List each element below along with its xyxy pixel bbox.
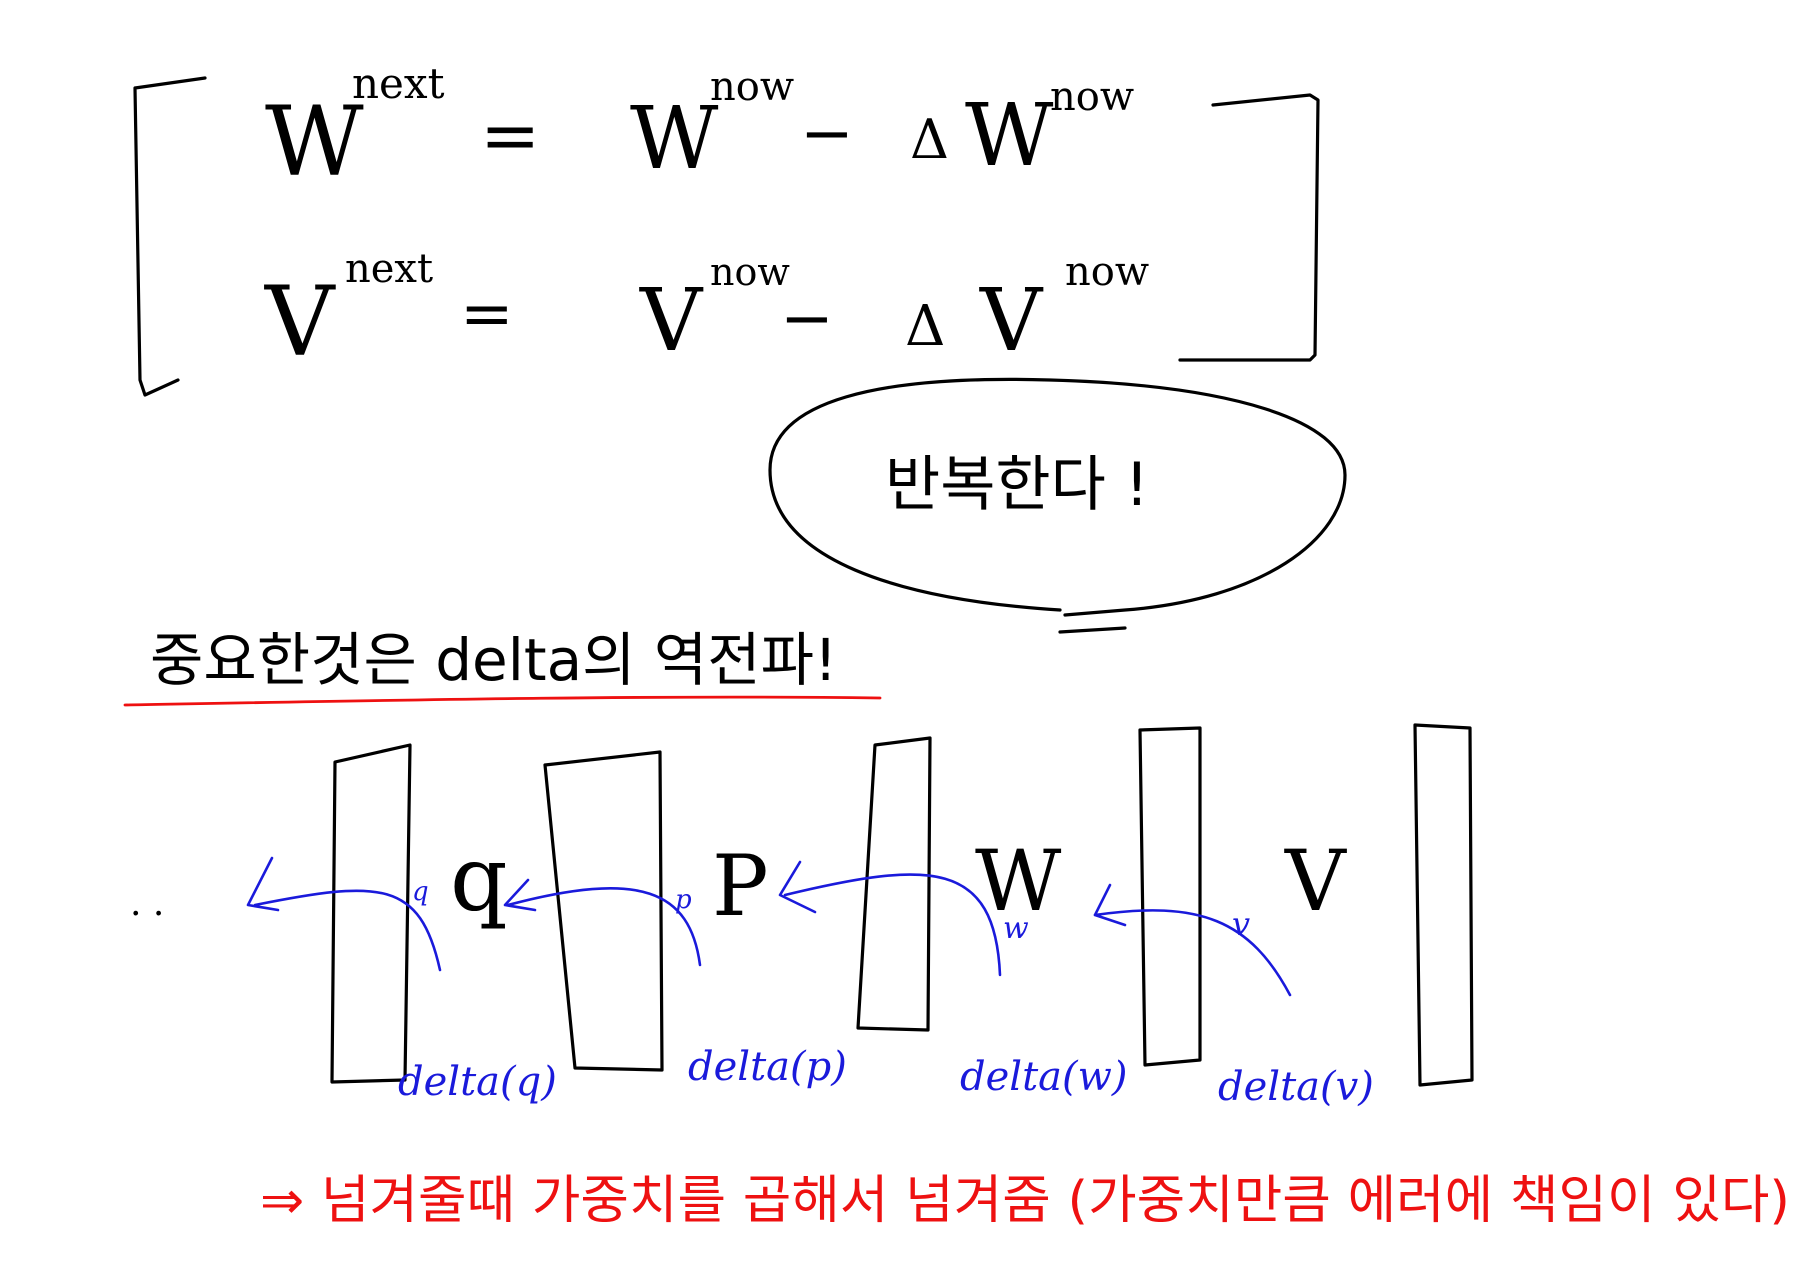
eq2-equals: =: [460, 277, 514, 351]
bubble-text: 반복한다 !: [885, 450, 1149, 520]
arrow-w: [783, 873, 1002, 977]
repeat-bubble: 반복한다 !: [768, 377, 1347, 634]
eq1-delta: Δ: [910, 108, 949, 171]
eq1-rhs-sup: now: [710, 64, 794, 110]
layer-labels: . . q P W V: [130, 827, 1347, 935]
layer-q-label: q: [450, 827, 508, 932]
heading-group: 중요한것은 delta의 역전파!: [123, 626, 882, 707]
heading-text: 중요한것은 delta의 역전파!: [150, 626, 837, 694]
delta-p-label: delta(p): [688, 1044, 847, 1090]
eq2-delta-var: V: [979, 271, 1044, 371]
arrow-v-weight: v: [1232, 905, 1250, 943]
delta-w-label: delta(w): [960, 1054, 1127, 1100]
delta-v-label: delta(v): [1218, 1064, 1374, 1110]
eq2-lhs-sup: next: [345, 246, 433, 292]
eq2-delta: Δ: [905, 294, 945, 359]
layer-w-label: W: [975, 832, 1062, 930]
arrow-q: [253, 889, 442, 972]
eq1-delta-sup: now: [1050, 74, 1134, 120]
equation-v-update: V next = V now − Δ V now: [264, 246, 1149, 378]
layer-v-label: V: [1284, 832, 1347, 930]
arrow-p-weight: p: [675, 885, 692, 915]
arrow-q-weight: q: [412, 877, 429, 907]
equation-w-update: W next = W now − Δ W now: [265, 59, 1134, 198]
eq2-rhs-sup: now: [710, 250, 790, 294]
arrow-v: [1093, 909, 1292, 997]
arrow-w-weight: w: [1003, 911, 1029, 946]
conclusion-note: ⇒ 넘겨줄때 가중치를 곱해서 넘겨줌 (가중치만큼 에러에 책임이 있다): [260, 1171, 1790, 1231]
layer-p-label: P: [712, 837, 769, 935]
delta-q-label: delta(q): [398, 1059, 557, 1105]
arrow-p: [506, 887, 702, 967]
eq1-equals: =: [480, 93, 540, 177]
eq1-rhs: W: [630, 89, 719, 189]
eq2-minus: −: [780, 282, 834, 356]
ellipsis: . .: [130, 883, 164, 924]
backprop-arrows: q p w v: [246, 856, 1292, 997]
equation-bracket: [133, 76, 1320, 397]
delta-labels: delta(q) delta(p) delta(w) delta(v): [398, 1044, 1374, 1110]
eq1-lhs-sup: next: [352, 59, 445, 108]
eq1-delta-var: W: [965, 86, 1054, 186]
layer-boxes: [330, 723, 1474, 1087]
eq2-rhs: V: [639, 271, 704, 371]
eq1-minus: −: [800, 97, 854, 171]
eq2-lhs: V: [264, 266, 336, 378]
eq2-delta-sup: now: [1065, 249, 1149, 295]
eq1-lhs: W: [265, 86, 364, 198]
